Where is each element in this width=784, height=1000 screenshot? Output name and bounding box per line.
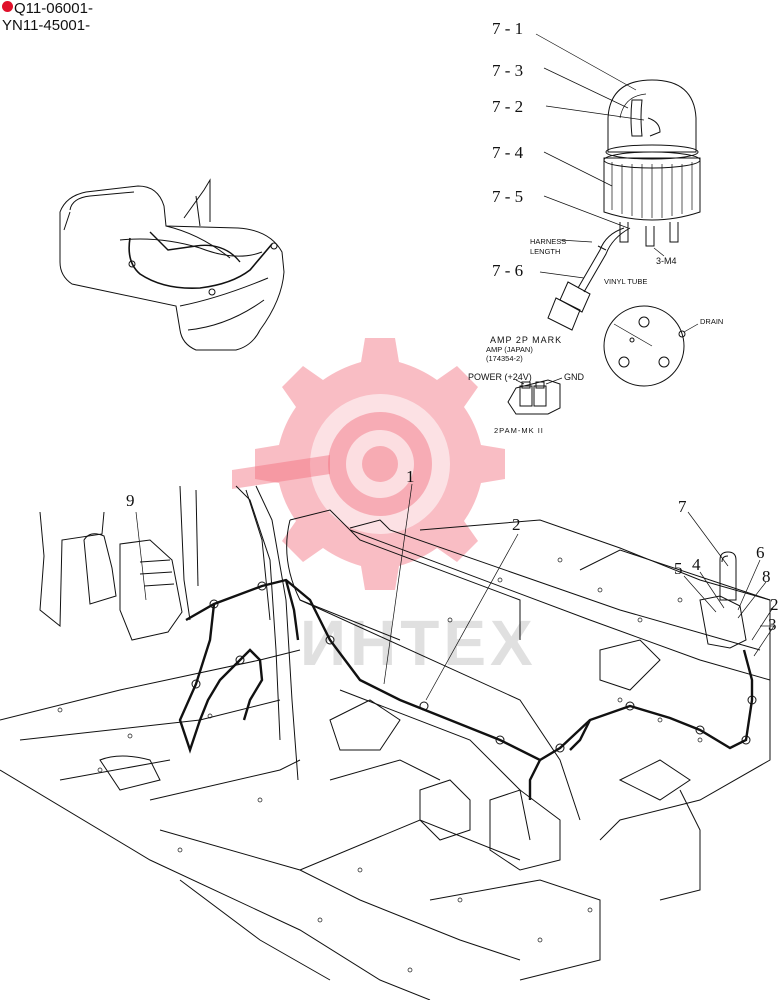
- serial-line-1: Q11-06001-: [2, 0, 93, 17]
- watermark-gear-logo-icon: [232, 338, 505, 590]
- wire-harness: [178, 578, 757, 800]
- callout-9: 9: [126, 491, 135, 510]
- callout-7-1: 7 - 1: [492, 19, 523, 38]
- callout-6: 6: [756, 543, 765, 562]
- harness-length-label-1: HARNESS: [530, 237, 566, 246]
- callout-7-5: 7 - 5: [492, 187, 523, 206]
- leader-lines: [135, 483, 775, 701]
- amp-part-label: (174354-2): [486, 354, 523, 363]
- amp-japan-label: AMP (JAPAN): [486, 345, 533, 354]
- machine-overview: [59, 178, 285, 351]
- callout-4: 4: [692, 555, 701, 574]
- callout-1: 1: [406, 467, 415, 486]
- callout-2b: 2: [770, 595, 779, 614]
- serial-range-1: Q11-06001-: [14, 0, 93, 17]
- callout-7: 7: [678, 497, 687, 516]
- beacon-lamp-detail: [507, 33, 701, 415]
- callout-7-6: 7 - 6: [492, 261, 523, 280]
- callout-5: 5: [674, 559, 683, 578]
- gnd-label: GND: [564, 372, 585, 382]
- harness-length-label-2: LENGTH: [530, 247, 560, 256]
- amp-mark-label: AMP 2P MARK: [490, 335, 562, 345]
- callout-7-3: 7 - 3: [492, 61, 523, 80]
- red-marker-icon: [2, 1, 13, 12]
- callout-2: 2: [512, 515, 521, 534]
- connector-code-label: 2PAM-MK II: [494, 426, 544, 435]
- screw-label: 3-M4: [656, 256, 677, 266]
- serial-range-2: YN11-45001-: [2, 17, 91, 34]
- power-label: POWER (+24V): [468, 372, 532, 382]
- callout-7-2: 7 - 2: [492, 97, 523, 116]
- drain-label: DRAIN: [700, 317, 723, 326]
- serial-line-2: YN11-45001-: [2, 17, 90, 34]
- frame-assembly: [0, 485, 771, 1000]
- callout-7-4: 7 - 4: [492, 143, 524, 162]
- callout-3: 3: [768, 615, 777, 634]
- bolt-holes: [57, 557, 703, 973]
- callout-8: 8: [762, 567, 771, 586]
- watermark-text: ИНТЕХ: [300, 607, 537, 679]
- vinyl-tube-label: VINYL TUBE: [604, 277, 647, 286]
